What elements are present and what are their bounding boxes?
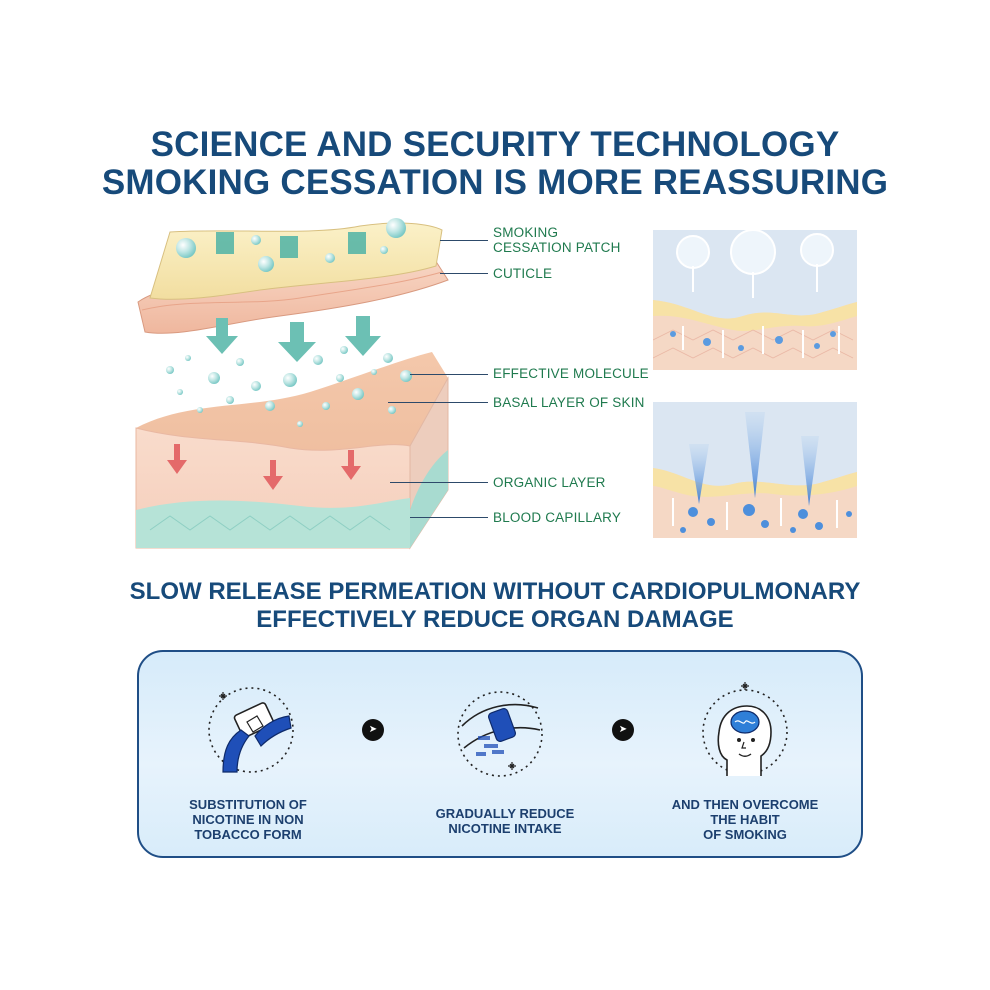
headline-line-2: SMOKING CESSATION IS MORE REASSURING [101,163,889,202]
label-patch-line-2: CESSATION PATCH [493,240,621,255]
next-arrow-icon-2: ➤ [612,719,634,741]
patch-applying-icon [208,687,294,773]
label-cuticle: CUTICLE [493,266,553,281]
headline-line-1: SCIENCE AND SECURITY TECHNOLOGY [150,125,840,164]
leader-line-organic [390,482,488,483]
subheadline-line-2: EFFECTIVELY REDUCE ORGAN DAMAGE [256,606,734,633]
leader-line-capillary [410,517,488,518]
skin-layers-diagram [135,218,449,550]
next-arrow-icon-1: ➤ [362,719,384,741]
label-patch-line-1: SMOKING [493,225,559,240]
skin-release-illustration [653,230,857,370]
label-blood-capillary: BLOOD CAPILLARY [493,510,622,525]
label-basal-layer: BASAL LAYER OF SKIN [493,395,645,410]
leader-line-cuticle [440,273,488,274]
label-effective-molecule: EFFECTIVE MOLECULE [493,366,649,381]
skin-absorption-illustration [653,402,857,538]
leader-line-patch [440,240,488,241]
label-organic-layer: ORGANIC LAYER [493,475,606,490]
patch-on-arm-icon [457,691,543,777]
head-brain-icon [702,682,788,776]
leader-line-molecule [410,374,488,375]
leader-line-basal [388,402,488,403]
subheadline-line-1: SLOW RELEASE PERMEATION WITHOUT CARDIOPU… [129,578,861,605]
